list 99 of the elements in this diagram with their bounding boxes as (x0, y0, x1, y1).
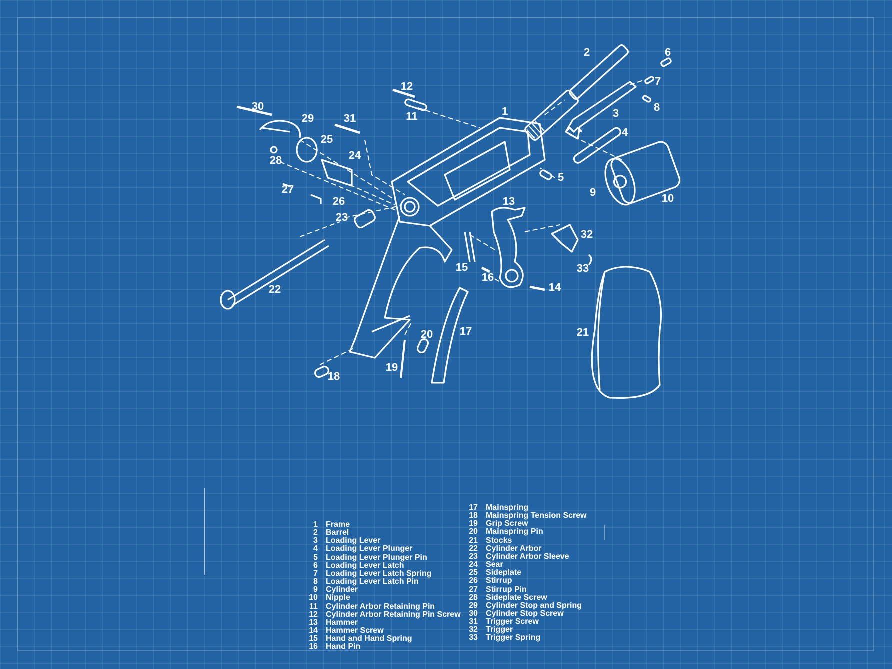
callout-number: 32 (580, 229, 594, 241)
callout-number: 2 (584, 47, 590, 59)
callout-number: 28 (270, 155, 282, 167)
part-name: Stocks (486, 536, 512, 545)
part-name: Hand Pin (326, 643, 361, 652)
callout-number: 30 (252, 101, 264, 113)
part-number: 5 (312, 554, 318, 562)
callout-number: 25 (320, 134, 334, 146)
part-number: 31 (468, 618, 478, 626)
part-name: Mainspring (486, 504, 529, 512)
callout-number: 9 (590, 187, 596, 199)
part-name: Cylinder Arbor Sleeve (486, 552, 570, 561)
part-number: 25 (468, 569, 478, 578)
callout-number: 26 (332, 196, 346, 208)
part-name: Sideplate Screw (486, 594, 548, 602)
part-number: 32 (468, 626, 478, 634)
part-number: 30 (468, 610, 478, 618)
part-name: Cylinder Stop and Spring (486, 602, 582, 610)
part-number: 33 (468, 634, 478, 642)
callout-number: 20 (420, 329, 434, 341)
callout-number: 31 (344, 113, 356, 125)
callout-number: 17 (460, 326, 472, 338)
part-name: Loading Lever Latch Pin (326, 578, 419, 586)
part-name: Frame (326, 521, 350, 529)
part-name: Loading Lever Latch (326, 562, 404, 570)
part-number: 26 (468, 577, 478, 586)
callout-number: 22 (268, 284, 282, 296)
part-number: 1 (312, 521, 318, 529)
part-name: Sear (486, 561, 504, 570)
part-number: 29 (468, 602, 478, 610)
part-number: 11 (308, 602, 318, 610)
part-number: 12 (308, 610, 318, 619)
callout-number: 7 (654, 76, 662, 88)
callout-number: 11 (406, 111, 418, 123)
part-number: 23 (468, 552, 478, 561)
callout-number: 33 (576, 263, 590, 275)
part-name: Stirrup (486, 577, 512, 586)
part-name: Loading Lever Latch Spring (326, 570, 432, 578)
part-number: 7 (312, 570, 318, 578)
part-name: Loading Lever Plunger (326, 545, 413, 554)
part-name: Trigger Spring (486, 634, 541, 642)
part-number: 10 (308, 594, 318, 602)
part-number: 13 (308, 618, 318, 627)
callout-number: 4 (622, 127, 628, 139)
callout-number: 18 (328, 371, 340, 383)
part-number: 2 (312, 529, 318, 538)
part-name: Hammer Screw (326, 626, 384, 635)
part-number: 4 (312, 545, 318, 554)
part-number: 17 (468, 504, 478, 512)
callout-number: 16 (482, 272, 494, 284)
callout-number: 29 (302, 113, 314, 125)
callout-number: 14 (548, 282, 562, 294)
part-number: 18 (468, 512, 478, 520)
part-name: Cylinder Arbor Retaining Pin (326, 602, 436, 610)
part-name: Mainspring Pin (486, 528, 544, 536)
callout-number: 21 (576, 327, 590, 339)
part-number: 21 (468, 536, 478, 545)
part-name: Barrel (326, 529, 350, 538)
part-number: 3 (312, 537, 318, 546)
part-name: Cylinder Stop Screw (486, 610, 564, 618)
part-name: Cylinder (326, 586, 358, 594)
part-name: Hand and Hand Spring (326, 635, 412, 644)
part-name: Cylinder Arbor (486, 544, 542, 553)
callout-number: 12 (400, 81, 414, 93)
callout-number: 15 (456, 262, 468, 274)
callout-number: 10 (662, 193, 674, 205)
part-name: Hammer (326, 618, 358, 627)
part-name: Nipple (326, 594, 350, 602)
part-number: 22 (468, 544, 478, 553)
part-number: 20 (468, 528, 478, 536)
part-number: 28 (468, 594, 478, 602)
callout-number: 13 (502, 196, 516, 208)
part-name: Cylinder Arbor Retaining Pin Screw (326, 610, 461, 619)
part-number: 14 (308, 626, 318, 635)
part-name: Loading Lever Plunger Pin (326, 554, 428, 562)
part-number: 9 (314, 586, 318, 594)
callout-number: 5 (558, 172, 564, 184)
part-number: 15 (308, 635, 318, 644)
part-name: Sideplate (486, 569, 522, 578)
part-number: 6 (312, 562, 318, 570)
part-number: 24 (468, 561, 478, 570)
part-name: Stirrup Pin (486, 586, 527, 594)
part-name: Trigger Screw (486, 618, 539, 626)
part-number: 8 (312, 578, 318, 586)
callout-number: 24 (348, 150, 362, 162)
part-name: Grip Screw (486, 520, 528, 528)
callout-number: 23 (336, 212, 348, 224)
callout-number: 27 (282, 184, 294, 196)
part-name: Trigger (486, 626, 514, 634)
part-name: Loading Lever (326, 537, 381, 546)
callout-number: 8 (654, 102, 660, 114)
callout-number: 3 (612, 108, 620, 120)
part-number: 16 (308, 643, 318, 652)
part-name: Mainspring Tension Screw (486, 512, 587, 520)
callout-number: 1 (502, 106, 508, 118)
part-number: 19 (468, 520, 478, 528)
part-number: 27 (468, 586, 478, 594)
callout-number: 19 (386, 362, 398, 374)
callout-number: 6 (664, 47, 672, 59)
